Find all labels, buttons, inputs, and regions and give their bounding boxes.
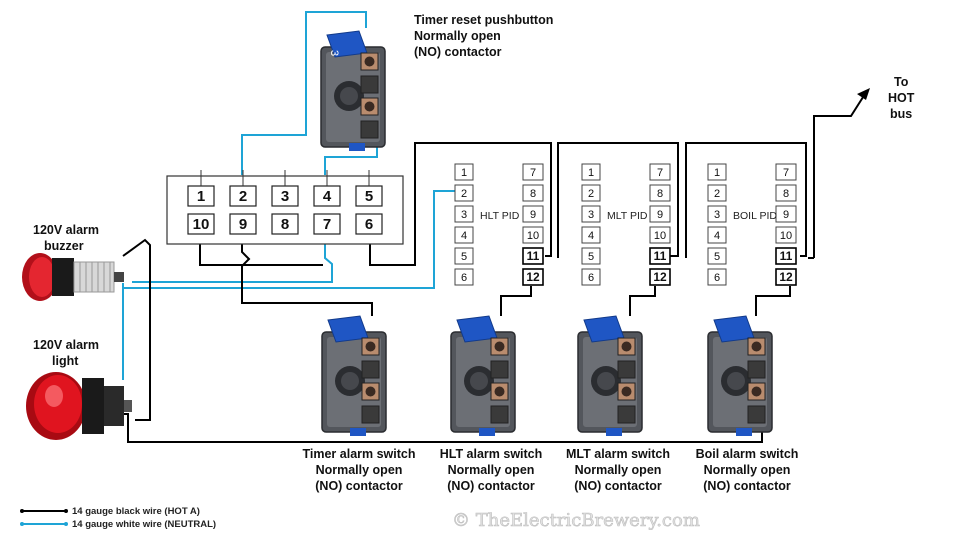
timer-reset-contactor: 3 xyxy=(320,30,386,152)
pid-terminal: 9 xyxy=(530,209,536,221)
svg-text:HOT: HOT xyxy=(888,91,915,105)
terminal-2: 2 xyxy=(239,188,247,205)
pid-terminal: 7 xyxy=(530,167,536,179)
pid-terminal: 11 xyxy=(780,249,793,263)
pid-terminal: 3 xyxy=(714,209,720,221)
timer-alarm-contactor xyxy=(321,315,387,437)
hlt-alarm-contactor xyxy=(450,315,516,437)
svg-text:buzzer: buzzer xyxy=(44,239,84,253)
pid-terminal: 3 xyxy=(588,209,594,221)
mlt-alarm-label: MLT alarm switch Normally open (NO) cont… xyxy=(566,447,670,493)
pid-terminal: 6 xyxy=(461,272,467,284)
timer-reset-label: Timer reset pushbutton Normally open (NO… xyxy=(414,13,553,59)
pid-terminal: 10 xyxy=(780,230,792,242)
pid-terminal: 8 xyxy=(657,188,663,200)
alarm-light xyxy=(26,372,132,440)
pid-terminal: 1 xyxy=(461,167,467,179)
terminal-1: 1 xyxy=(197,188,205,205)
terminal-6: 6 xyxy=(365,216,373,233)
legend: 14 gauge black wire (HOT A) 14 gauge whi… xyxy=(20,506,216,530)
pid-name: MLT PID xyxy=(607,210,648,222)
watermark: © TheElectricBrewery.com xyxy=(452,510,700,531)
pid-terminal: 7 xyxy=(783,167,789,179)
svg-text:Normally open: Normally open xyxy=(414,29,501,43)
pid-terminal: 6 xyxy=(588,272,594,284)
boil-alarm-label: Boil alarm switch Normally open (NO) con… xyxy=(696,447,799,493)
pid-terminal: 5 xyxy=(461,251,467,263)
boil-alarm-contactor xyxy=(707,315,773,437)
pid-terminal: 11 xyxy=(527,249,540,263)
pid-name: BOIL PID xyxy=(733,210,777,222)
terminal-7: 7 xyxy=(323,216,331,233)
pid-terminal: 5 xyxy=(714,251,720,263)
terminal-block: 1 2 3 4 5 10 9 8 7 6 xyxy=(166,170,404,245)
pid-terminal: 12 xyxy=(779,270,793,284)
pid-terminal: 8 xyxy=(783,188,789,200)
pid-terminal: 10 xyxy=(654,230,666,242)
svg-text:bus: bus xyxy=(890,107,912,121)
terminal-8: 8 xyxy=(281,216,289,233)
pid-2: 1 7 2 8 3 9 4 10 5 11 6 12 BOIL PID xyxy=(707,163,797,286)
pid-terminal: 5 xyxy=(588,251,594,263)
pid-terminal: 1 xyxy=(588,167,594,179)
svg-text:(NO) contactor: (NO) contactor xyxy=(414,45,502,59)
svg-text:(NO) contactor: (NO) contactor xyxy=(574,479,662,493)
svg-text:HLT alarm switch: HLT alarm switch xyxy=(440,447,543,461)
pid-terminal: 7 xyxy=(657,167,663,179)
light-label: 120V alarm light xyxy=(33,338,99,368)
pid-0: 1 7 2 8 3 9 4 10 5 11 6 12 HLT PID xyxy=(454,163,544,286)
pid-terminal: 11 xyxy=(654,249,667,263)
legend-neutral: 14 gauge white wire (NEUTRAL) xyxy=(72,519,216,530)
pid-terminal: 2 xyxy=(461,188,467,200)
pid-terminal: 2 xyxy=(588,188,594,200)
svg-text:3: 3 xyxy=(328,50,340,56)
svg-text:Boil alarm switch: Boil alarm switch xyxy=(696,447,799,461)
pid-terminal: 9 xyxy=(657,209,663,221)
svg-text:(NO) contactor: (NO) contactor xyxy=(315,479,403,493)
svg-text:120V alarm: 120V alarm xyxy=(33,223,99,237)
svg-text:Timer alarm switch: Timer alarm switch xyxy=(302,447,415,461)
pid-terminal: 4 xyxy=(588,230,594,242)
svg-text:(NO) contactor: (NO) contactor xyxy=(703,479,791,493)
svg-text:Normally open: Normally open xyxy=(316,463,403,477)
neutral-wires xyxy=(122,11,455,380)
pid-terminal: 1 xyxy=(714,167,720,179)
hot-bus-label: To HOT bus xyxy=(857,75,915,121)
pid-terminal: 4 xyxy=(461,230,467,242)
pid-1: 1 7 2 8 3 9 4 10 5 11 6 12 MLT PID xyxy=(581,163,671,286)
pid-terminal: 9 xyxy=(783,209,789,221)
terminal-9: 9 xyxy=(239,216,247,233)
pid-terminal: 4 xyxy=(714,230,720,242)
terminal-5: 5 xyxy=(365,188,373,205)
pid-terminal: 12 xyxy=(653,270,667,284)
pid-terminal: 2 xyxy=(714,188,720,200)
svg-text:120V alarm: 120V alarm xyxy=(33,338,99,352)
terminal-4: 4 xyxy=(323,188,332,205)
pid-terminal: 12 xyxy=(526,270,540,284)
svg-text:light: light xyxy=(52,354,79,368)
svg-text:Normally open: Normally open xyxy=(704,463,791,477)
terminal-10: 10 xyxy=(193,216,210,233)
svg-text:(NO) contactor: (NO) contactor xyxy=(447,479,535,493)
hlt-alarm-label: HLT alarm switch Normally open (NO) cont… xyxy=(440,447,543,493)
timer-alarm-label: Timer alarm switch Normally open (NO) co… xyxy=(302,447,415,493)
svg-text:Normally open: Normally open xyxy=(448,463,535,477)
pid-name: HLT PID xyxy=(480,210,520,222)
pid-terminal: 6 xyxy=(714,272,720,284)
pid-terminal: 8 xyxy=(530,188,536,200)
svg-text:MLT alarm switch: MLT alarm switch xyxy=(566,447,670,461)
pid-terminal: 10 xyxy=(527,230,539,242)
svg-text:To: To xyxy=(894,75,909,89)
mlt-alarm-contactor xyxy=(577,315,643,437)
svg-text:Normally open: Normally open xyxy=(575,463,662,477)
alarm-buzzer xyxy=(22,253,124,301)
legend-hot: 14 gauge black wire (HOT A) xyxy=(72,506,200,517)
buzzer-label: 120V alarm buzzer xyxy=(33,223,99,253)
pid-terminal: 3 xyxy=(461,209,467,221)
terminal-3: 3 xyxy=(281,188,289,205)
svg-text:Timer reset pushbutton: Timer reset pushbutton xyxy=(414,13,553,27)
